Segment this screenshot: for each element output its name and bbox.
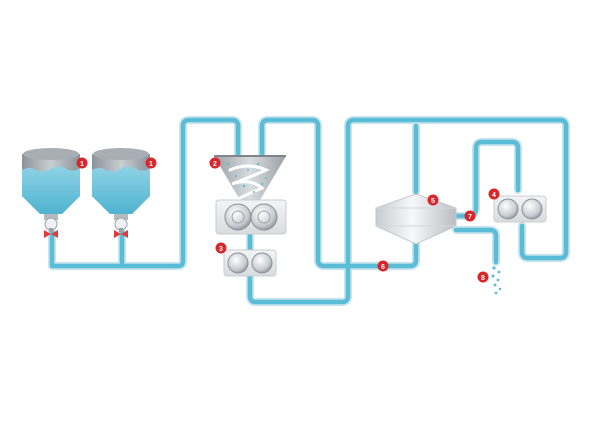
svg-text:7: 7 <box>468 214 472 221</box>
mixing-funnel-icon <box>214 155 286 200</box>
svg-text:1: 1 <box>80 161 84 168</box>
svg-text:1: 1 <box>149 161 153 168</box>
svg-text:4: 4 <box>492 192 496 199</box>
step-badge-8: 8 <box>477 271 489 283</box>
conical-vessel-icon <box>375 193 457 245</box>
valve-icon <box>44 228 58 238</box>
svg-text:5: 5 <box>431 198 435 205</box>
step-badge-6: 6 <box>377 260 389 272</box>
roller-pump-icon <box>223 249 277 277</box>
droplet-icon <box>491 266 502 295</box>
step-badge-1: 1 <box>145 157 157 169</box>
step-badge-4: 4 <box>488 188 500 200</box>
step-badge-2: 2 <box>209 157 221 169</box>
roller-pump-icon <box>215 199 287 235</box>
svg-text:2: 2 <box>213 161 217 168</box>
step-badges: 1 1 2 3 4 5 6 7 <box>76 157 500 283</box>
step-badge-5: 5 <box>427 194 439 206</box>
step-badge-3: 3 <box>215 242 227 254</box>
svg-text:6: 6 <box>381 264 385 271</box>
valve-icon <box>114 228 128 238</box>
storage-tank-icon <box>92 148 150 238</box>
step-badge-7: 7 <box>464 210 476 222</box>
roller-pump-icon <box>493 195 547 223</box>
pipe-network <box>48 116 570 306</box>
storage-tank-icon <box>22 148 80 238</box>
svg-text:3: 3 <box>219 246 223 253</box>
step-badge-1: 1 <box>76 157 88 169</box>
svg-text:8: 8 <box>481 275 485 282</box>
